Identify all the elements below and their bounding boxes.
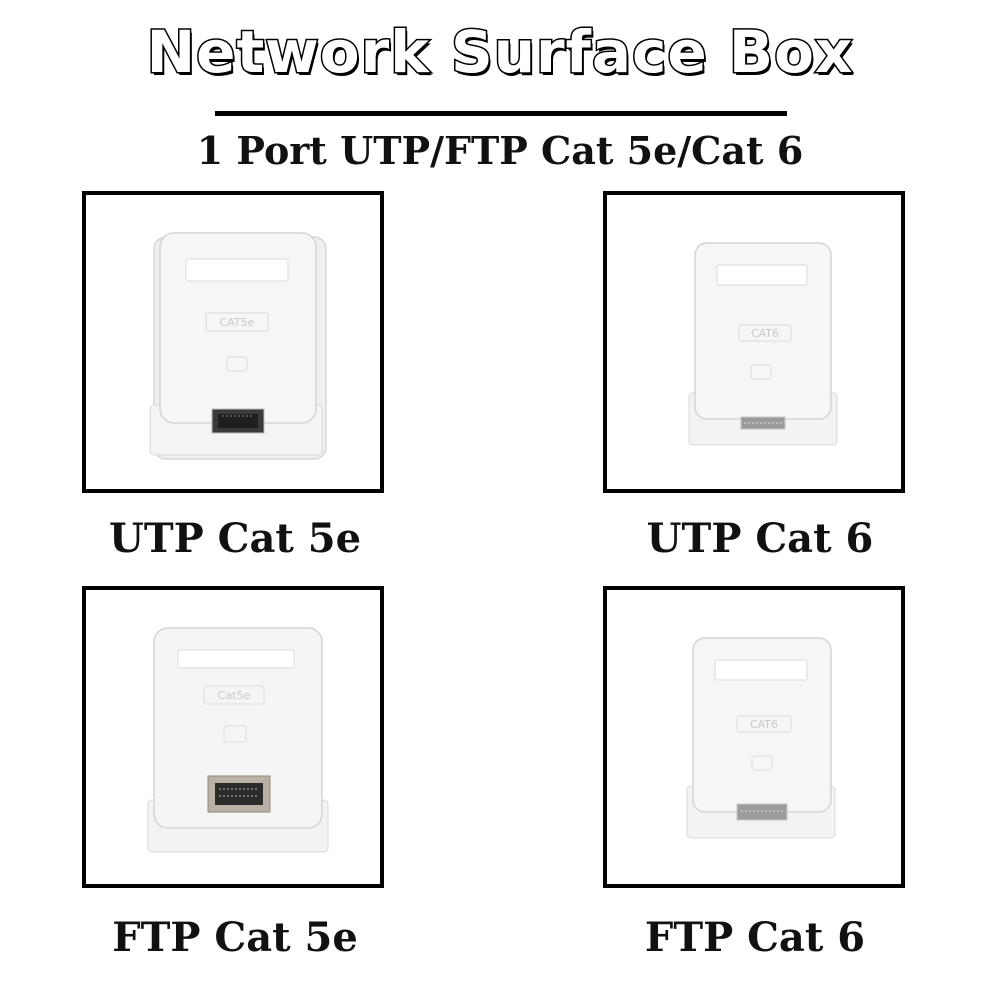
product-image-frame-ftp-cat6: CAT6 [603,586,905,888]
surface-box-image: Cat5e [147,627,329,853]
product-caption: UTP Cat 6 [646,515,874,562]
box-label: CAT6 [751,327,779,340]
page-subtitle: 1 Port UTP/FTP Cat 5e/Cat 6 [196,128,804,173]
page-title: Network Surface Box [145,17,854,88]
product-image-frame-utp-cat6: CAT6 [603,191,905,493]
product-caption: UTP Cat 5e [108,515,362,562]
surface-box-image: CAT6 [688,242,838,446]
surface-box-image: CAT6 [686,637,836,839]
box-label: Cat5e [218,689,251,702]
box-label: CAT6 [750,718,778,731]
product-image-frame-utp-cat5e: CAT5e [82,191,384,493]
product-caption: FTP Cat 5e [112,914,358,961]
product-caption: FTP Cat 6 [644,914,866,961]
title-underline [215,111,787,116]
product-image-frame-ftp-cat5e: Cat5e [82,586,384,888]
surface-box-image: CAT5e [149,232,327,460]
box-label: CAT5e [220,316,255,329]
